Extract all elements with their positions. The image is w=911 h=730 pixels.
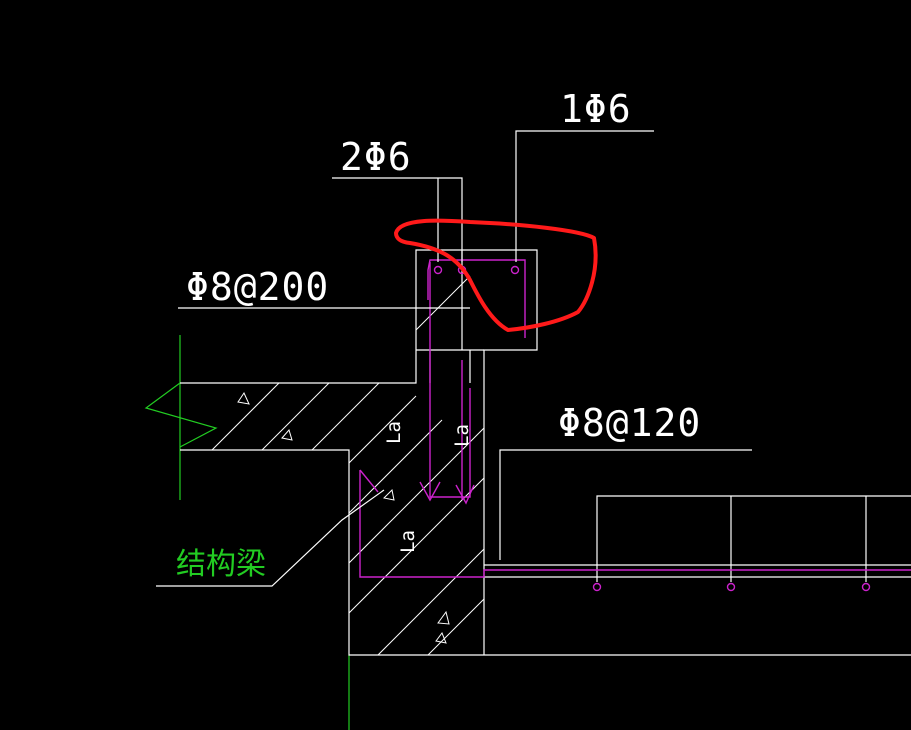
aggregate-triangle: [281, 428, 293, 441]
rebar-dot: [510, 265, 520, 275]
hatch-line: [415, 275, 471, 331]
slab-bottom-edge: [180, 449, 911, 656]
rebar-vertical-outer: [429, 262, 471, 498]
aggregate-triangle: [437, 610, 450, 625]
hatch-pattern: [211, 275, 485, 656]
label-anchor-la-3: La: [397, 530, 419, 553]
rebar: [359, 259, 911, 592]
label-structural-beam: 结构梁: [176, 547, 266, 582]
axis-lines: [144, 335, 350, 730]
leader-beam: [156, 489, 385, 587]
rebar-hook-left: [427, 259, 526, 338]
slab-top-edge: [180, 249, 538, 655]
leader-lines: [156, 130, 654, 587]
label-phi8-120: Φ8@120: [558, 401, 701, 445]
hatch-line: [348, 395, 417, 464]
label-2phi6: 2Φ6: [340, 135, 412, 179]
rebar-arrow-right: [455, 484, 475, 505]
hatch-line: [348, 419, 443, 514]
leader-1phi6: [515, 130, 654, 262]
hatch-line: [261, 382, 330, 451]
label-anchor-la-1: La: [383, 421, 405, 444]
rebar-arrow-left: [419, 481, 441, 502]
aggregate-triangle: [237, 391, 250, 405]
leader-2phi6: [332, 177, 463, 262]
hatch-line: [427, 598, 485, 656]
label-1phi6: 1Φ6: [560, 87, 632, 131]
aggregate-triangle: [382, 488, 395, 501]
hatch-line: [211, 382, 280, 451]
concrete-outline: [180, 249, 911, 656]
rebar-dot: [726, 582, 736, 592]
hatch-line: [311, 382, 380, 451]
red-markup-circle: [394, 218, 598, 332]
stirrup-frame: [596, 495, 911, 582]
aggregate-marks: [237, 391, 450, 644]
rebar-beam-hook: [359, 469, 379, 493]
hatch-line: [377, 548, 485, 656]
aggregate-triangle: [435, 631, 447, 644]
rebar-dot: [433, 265, 443, 275]
right-slab-top: [499, 449, 752, 560]
hatch-line: [348, 477, 485, 614]
label-phi8-200: Φ8@200: [186, 265, 329, 309]
rebar-dot: [592, 582, 602, 592]
rebar-dot: [861, 582, 871, 592]
break-symbol: [144, 382, 218, 448]
label-anchor-la-2: La: [451, 424, 473, 447]
rebar-beam: [359, 470, 911, 578]
